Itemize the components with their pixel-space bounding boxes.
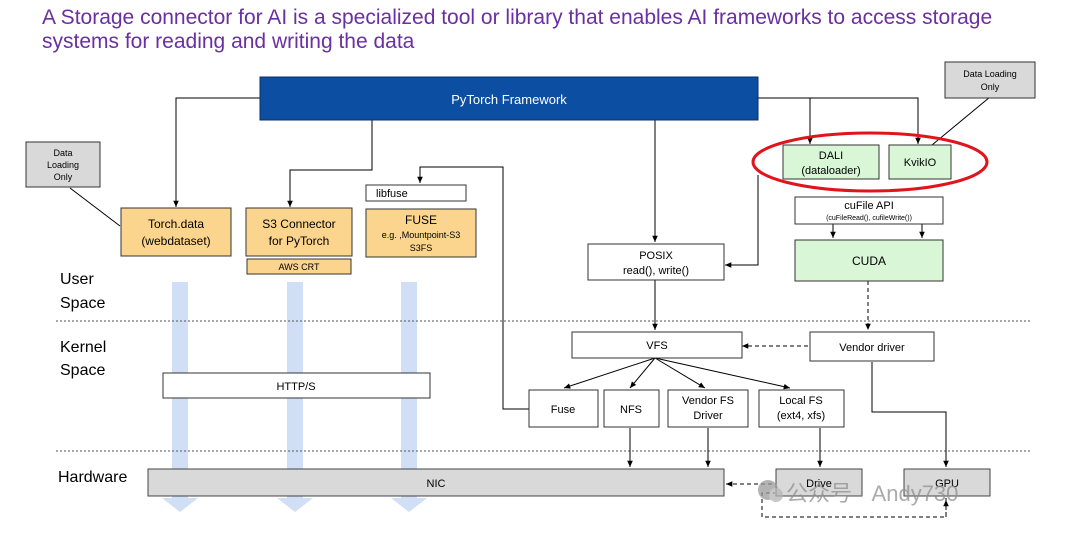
fuse-kernel-box — [528, 389, 599, 428]
fuse-kernel-label: Fuse — [551, 404, 575, 416]
cufile-line-2: (cuFileRead(), cufileWrite()) — [826, 215, 912, 222]
user-space-label-2: Space — [60, 295, 105, 312]
note-right-line-1: Data Loading — [963, 69, 1017, 79]
note-right-line-2: Only — [981, 82, 1000, 92]
vfs-label: VFS — [646, 340, 667, 352]
dali-line-1: DALI — [819, 150, 843, 162]
fuse-user-line-2: e.g. ,Mountpoint-S3 — [382, 230, 461, 240]
arrow-framework-s3 — [287, 120, 373, 207]
layer-separators — [56, 320, 1032, 452]
s3-connector-line-1: S3 Connector — [262, 217, 335, 231]
highlight-ring — [751, 131, 989, 193]
wechat-icon-bubble — [769, 488, 783, 502]
cuda-box — [794, 239, 944, 282]
gpu-box — [903, 468, 991, 497]
kvikio-box — [888, 144, 952, 180]
note-left-line-3: Only — [54, 172, 73, 182]
torch-data-line-2: (webdataset) — [141, 234, 210, 248]
drive-label: Drive — [806, 478, 832, 490]
https-label: HTTP/S — [276, 381, 315, 393]
watermark-text: 公众号 · Andy730 — [786, 481, 958, 506]
local-fs-box — [758, 389, 845, 428]
posix-line-1: POSIX — [639, 250, 673, 262]
libfuse-label: libfuse — [376, 188, 408, 200]
note-right-connector — [931, 96, 991, 146]
aws-crt-label: AWS CRT — [278, 262, 320, 272]
fuse-user-line-3: S3FS — [410, 243, 433, 253]
posix-line-2: read(), write() — [623, 265, 689, 277]
connectors — [69, 96, 991, 467]
https-box — [162, 372, 431, 399]
note-left-box — [25, 141, 101, 188]
local-fs-line-1: Local FS — [779, 395, 822, 407]
drive-box — [775, 468, 863, 497]
user-space-label-1: User — [60, 271, 94, 288]
arrow-framework-torch — [173, 97, 260, 207]
torch-data-box — [120, 207, 232, 257]
arrow-dali-posix — [725, 175, 759, 268]
arrow-vfs-nfs — [629, 357, 656, 389]
nfs-label: NFS — [620, 404, 642, 416]
gpu-label: GPU — [935, 478, 959, 490]
arrow-vendordriver-gpu — [871, 362, 949, 467]
arrow-fuse-libfuse — [417, 166, 529, 410]
vendor-fs-line-1: Vendor FS — [682, 395, 734, 407]
arrow-vfs-localfs — [654, 357, 791, 390]
kvikio-label: KvikIO — [904, 157, 937, 169]
note-left-line-2: Loading — [47, 160, 79, 170]
vfs-box — [571, 331, 743, 359]
hardware-label: Hardware — [58, 469, 127, 486]
dali-line-2: (dataloader) — [801, 165, 860, 177]
note-left-line-1: Data — [53, 148, 72, 158]
note-left-connector — [69, 187, 121, 227]
s3-connector-line-2: for PyTorch — [269, 234, 330, 248]
cufile-line-1: cuFile API — [844, 200, 894, 212]
nic-label: NIC — [427, 478, 446, 490]
vendor-driver-label: Vendor driver — [839, 342, 905, 354]
watermark: 公众号 · Andy730 — [758, 480, 958, 506]
vendor-fs-line-2: Driver — [693, 410, 723, 422]
pytorch-framework-label: PyTorch Framework — [451, 92, 567, 107]
arrow-framework-kvikio — [758, 97, 921, 144]
dali-box — [782, 144, 880, 180]
vendor-fs-box — [667, 389, 749, 428]
nic-bar — [147, 468, 725, 497]
kernel-space-label-1: Kernel — [60, 339, 106, 356]
libfuse-box — [365, 184, 467, 202]
kernel-space-label-2: Space — [60, 362, 105, 379]
cufile-box — [794, 196, 944, 225]
aws-crt-box — [246, 258, 352, 275]
note-right-box — [944, 61, 1036, 99]
s3-connector-box — [245, 207, 353, 257]
fuse-user-line-1: FUSE — [405, 213, 437, 227]
torch-data-line-1: Torch.data — [148, 217, 204, 231]
slide-title: A Storage connector for AI is a speciali… — [42, 6, 993, 53]
fuse-user-box — [365, 208, 477, 258]
posix-box — [587, 243, 725, 281]
nfs-box — [603, 389, 660, 428]
pytorch-framework-bar — [259, 76, 759, 121]
local-fs-line-2: (ext4, xfs) — [777, 410, 825, 422]
arrow-vfs-fuse — [563, 357, 656, 389]
arrow-vfs-vendorfs — [654, 357, 706, 389]
vendor-driver-box — [809, 331, 935, 362]
cuda-label: CUDA — [852, 254, 886, 268]
